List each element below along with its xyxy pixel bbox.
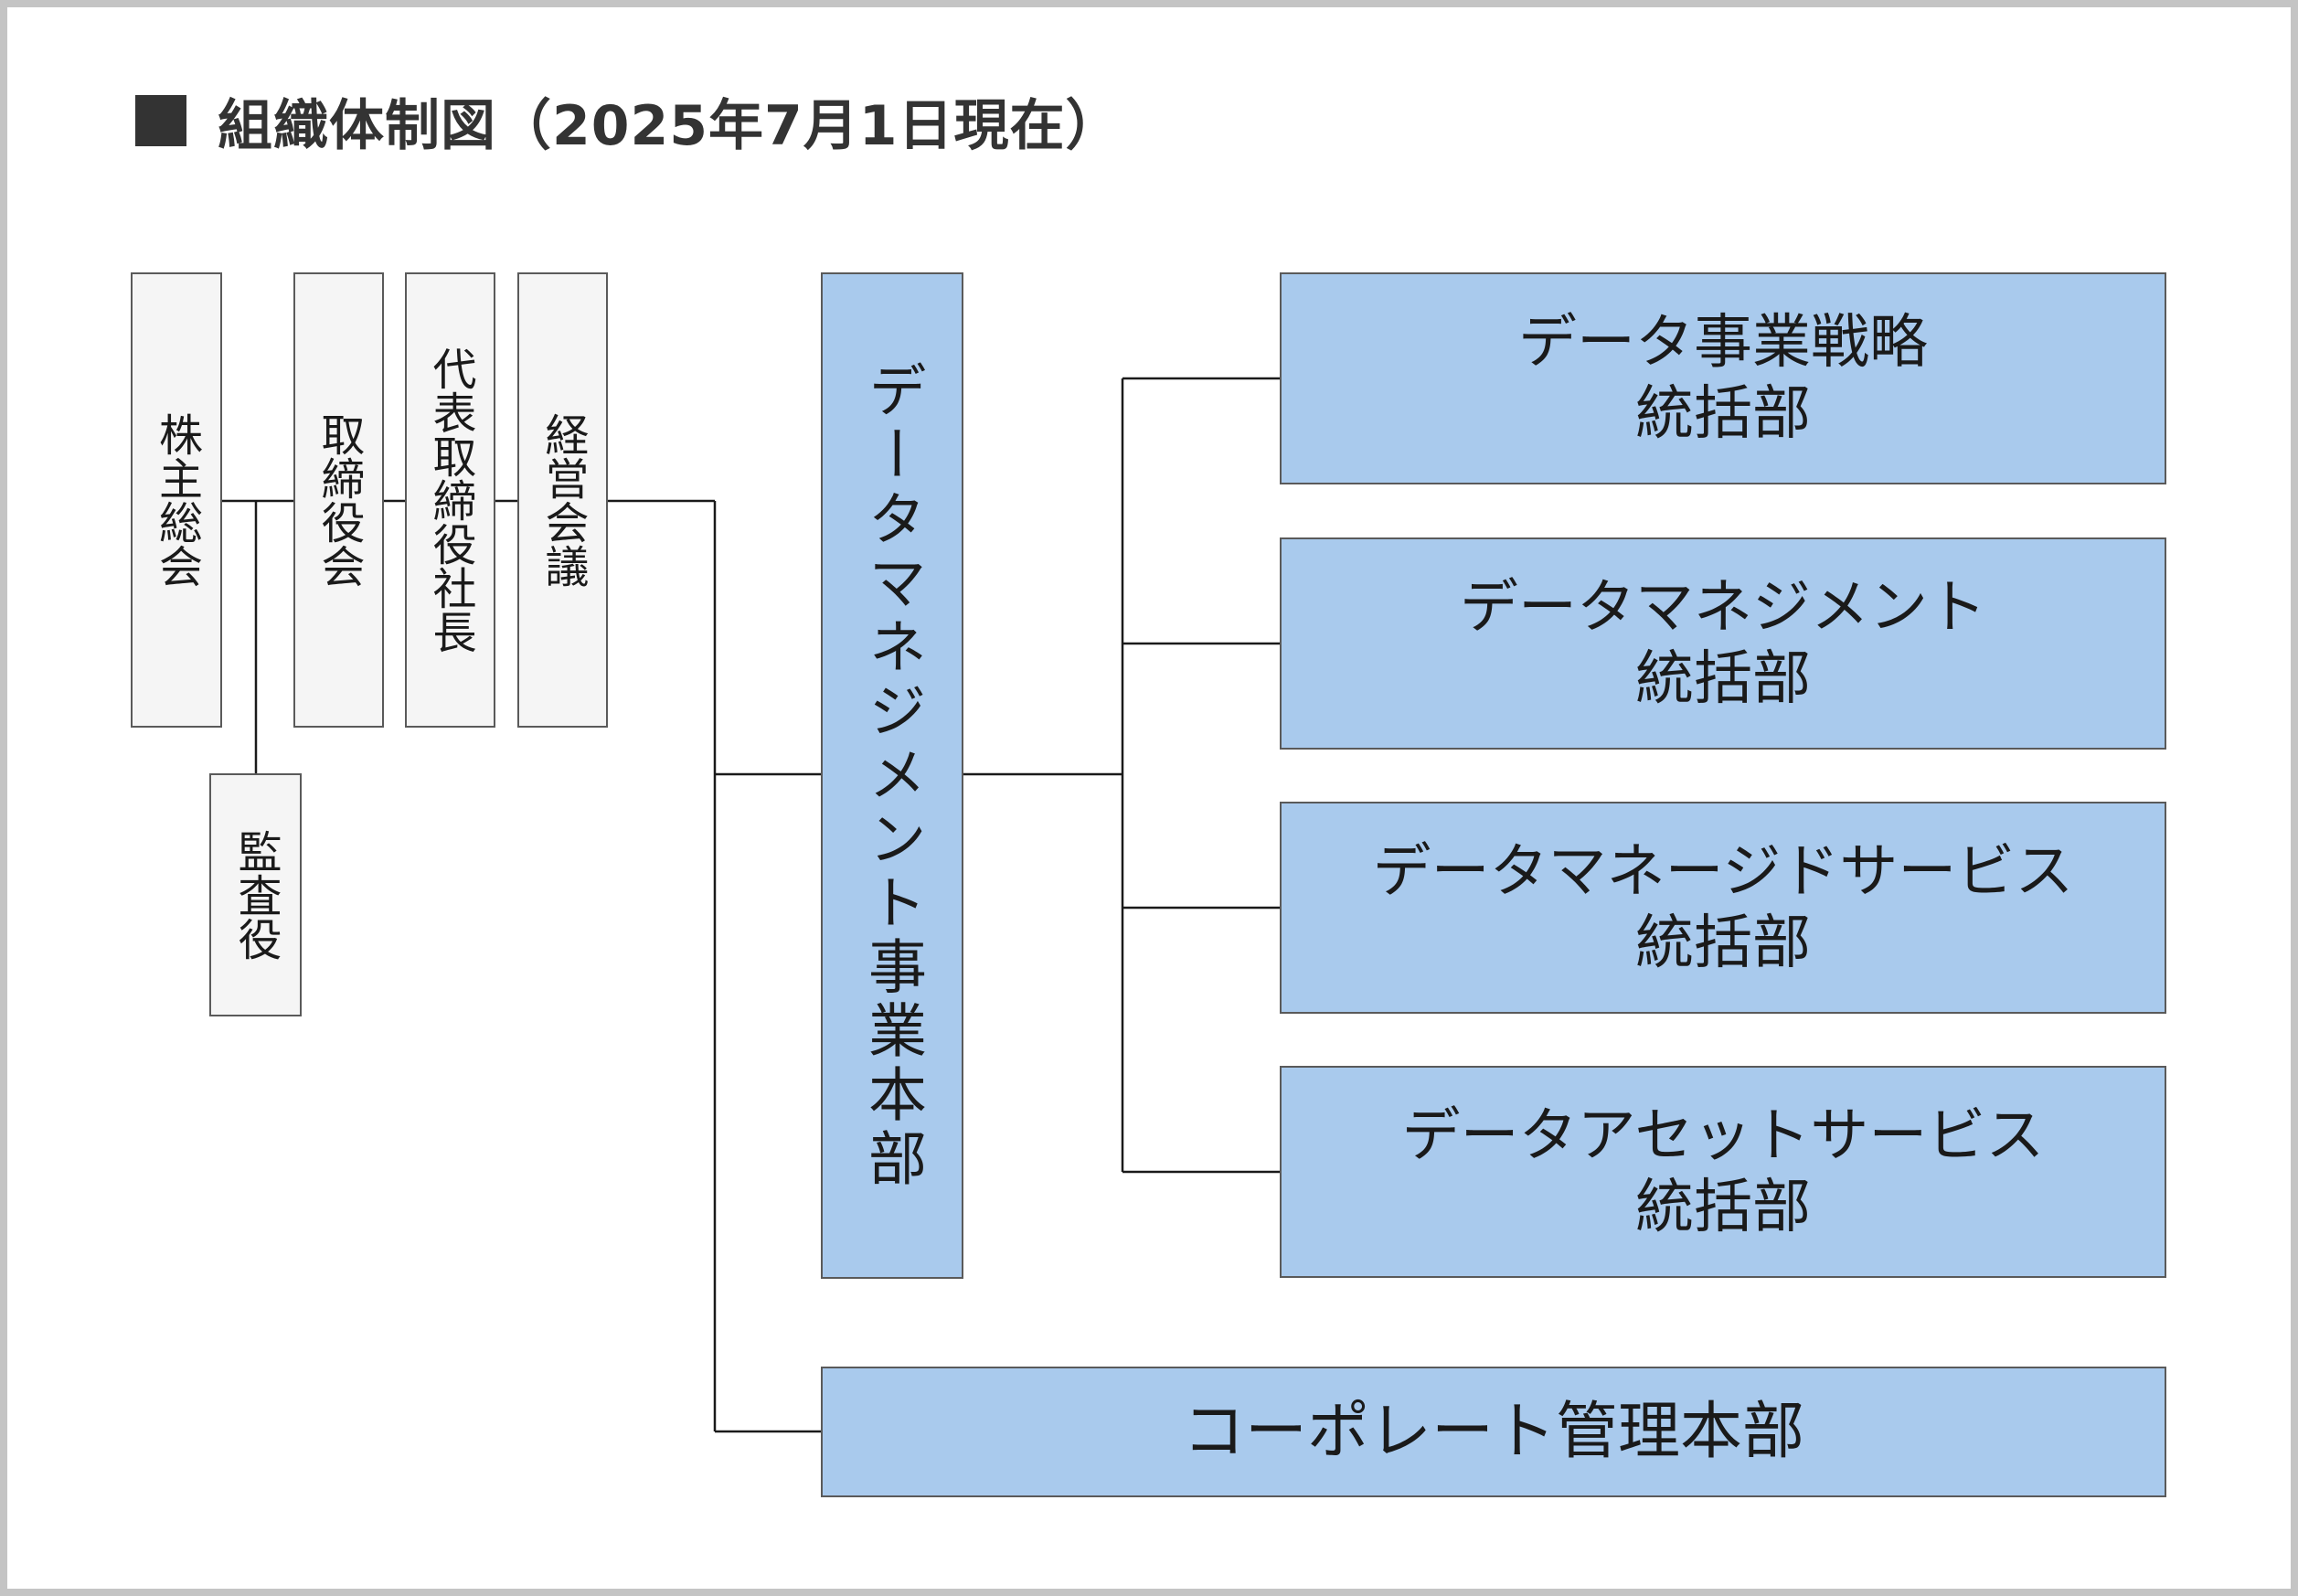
data-management-hq-label: データマネジメント事業本部 [858,359,926,1192]
dept-data-management-line2: 統括部 [1635,645,1811,713]
board-label: 取締役会 [313,412,365,588]
box-president: 代表取締役社長 [405,272,495,728]
dept-asset-services-text: データアセットサービス 統括部 [1402,1101,2045,1243]
dept-asset-services-line2: 統括部 [1634,1174,1811,1241]
box-dept-data-strategy: データ事業戦略 統括部 [1280,272,2166,484]
president-label: 代表取締役社長 [424,346,476,654]
corporate-hq-label: コーポレート管理本部 [1182,1395,1804,1468]
box-data-management-hq: データマネジメント事業本部 [821,272,963,1279]
box-management-meeting: 経営会議 [517,272,608,728]
dept-data-strategy-line2: 統括部 [1635,380,1811,448]
shareholders-meeting-label: 株主総会 [151,412,202,588]
management-meeting-label: 経営会議 [537,412,589,588]
title-text: 組織体制図（2025年7月1日現在） [218,93,1122,158]
auditor-label: 監査役 [229,829,282,961]
box-auditor: 監査役 [209,773,302,1016]
dept-asset-services-line1: データアセットサービス [1401,1102,2045,1170]
dept-managed-services-line2: 統括部 [1635,910,1811,977]
box-corporate-hq: コーポレート管理本部 [821,1367,2166,1497]
dept-data-management-line1: データマネジメント [1460,574,1986,642]
box-dept-data-management: データマネジメント 統括部 [1280,537,2166,750]
box-board: 取締役会 [293,272,384,728]
dept-managed-services-text: データマネージドサービス 統括部 [1373,836,2074,979]
dept-data-strategy-line1: データ事業戦略 [1518,309,1928,377]
page-title: 組織体制図（2025年7月1日現在） [135,88,1122,158]
dept-data-strategy-text: データ事業戦略 統括部 [1518,307,1928,450]
dept-managed-services-line1: データマネージドサービス [1372,838,2074,906]
box-dept-asset-services: データアセットサービス 統括部 [1280,1066,2166,1278]
title-square-icon [135,95,186,146]
box-dept-managed-services: データマネージドサービス 統括部 [1280,802,2166,1014]
dept-data-management-text: データマネジメント 統括部 [1460,572,1986,715]
box-shareholders-meeting: 株主総会 [131,272,222,728]
